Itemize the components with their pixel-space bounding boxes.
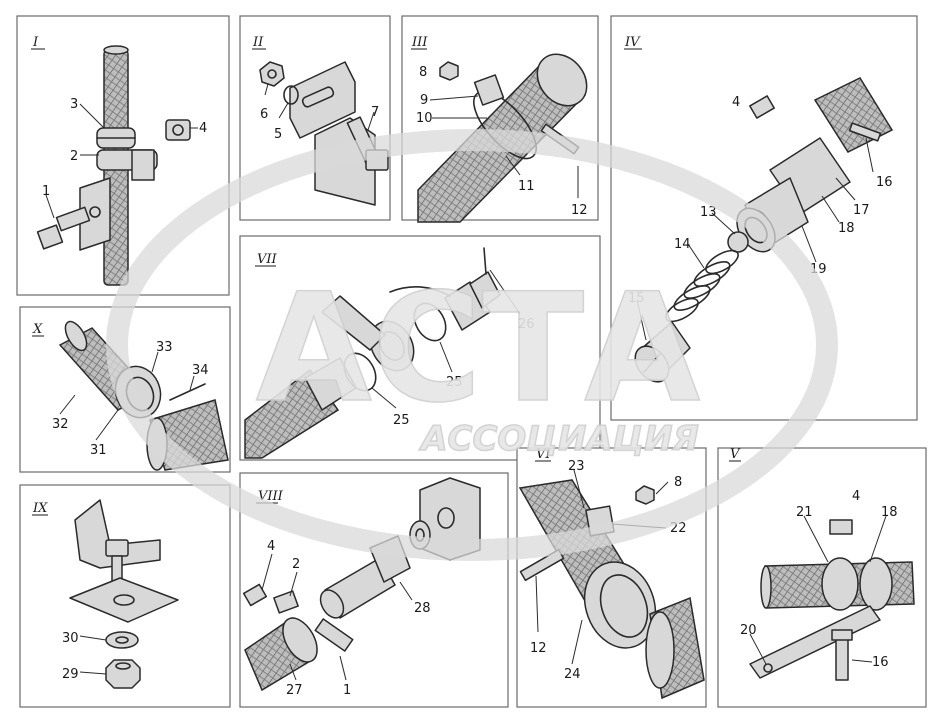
panel-label: VI	[536, 447, 551, 462]
callout: 8	[419, 65, 427, 80]
clamp	[859, 557, 893, 611]
strap	[749, 605, 881, 679]
bolt	[835, 635, 849, 681]
callout: 18	[881, 505, 898, 520]
callout: 17	[853, 203, 870, 218]
callout: 9	[420, 93, 428, 108]
nut	[242, 583, 268, 607]
callout: 29	[62, 667, 79, 682]
panel-IX: IX 30 29	[19, 484, 231, 708]
callout: 16	[876, 175, 893, 190]
callout: 23	[568, 459, 585, 474]
panel-label: V	[730, 447, 741, 462]
callout: 14	[674, 237, 691, 252]
callout: 8	[674, 475, 682, 490]
callout: 12	[530, 641, 547, 656]
washer	[409, 520, 431, 550]
callout: 20	[740, 623, 757, 638]
nut	[829, 519, 853, 535]
clamp	[821, 557, 859, 611]
plate	[419, 477, 481, 561]
callout: 11	[518, 179, 535, 194]
panel-VIII: VIII 4 2 28 27 1	[239, 472, 509, 708]
panel-I: I 1 2 3 4	[16, 15, 230, 296]
callout: 19	[810, 262, 827, 277]
callout: 27	[286, 683, 303, 698]
panel-V: V 4 21 18 20 16	[717, 447, 927, 708]
callout: 1	[343, 683, 351, 698]
callout: 16	[872, 655, 889, 670]
panel-label: III	[411, 35, 428, 50]
nut	[749, 95, 775, 119]
callout: 32	[52, 417, 69, 432]
callout: 4	[267, 539, 275, 554]
callout: 5	[274, 127, 282, 142]
callout: 30	[62, 631, 79, 646]
bolt-head	[105, 539, 129, 557]
bolt	[314, 618, 354, 652]
callout: 33	[156, 340, 173, 355]
panel-label: IX	[32, 501, 48, 516]
callout: 22	[670, 521, 687, 536]
callout: 7	[371, 105, 379, 120]
callout: 4	[199, 121, 207, 136]
callout: 4	[852, 489, 860, 504]
panel-III: III 8 9 10 11 12	[401, 15, 599, 223]
clamp-head	[473, 74, 505, 106]
nut	[259, 61, 285, 87]
panel-label: VII	[257, 252, 278, 267]
callout: 15	[628, 291, 645, 306]
clamp	[282, 617, 318, 663]
callout: 12	[571, 203, 588, 218]
callout: 25	[393, 413, 410, 428]
nut	[105, 659, 141, 689]
callout: 1	[42, 184, 50, 199]
panel-label: I	[32, 35, 39, 50]
nut	[439, 61, 459, 81]
callout: 10	[416, 111, 433, 126]
callout: 2	[292, 557, 300, 572]
clamp	[583, 561, 657, 649]
bolt	[36, 206, 91, 250]
panel-label: IV	[624, 35, 641, 50]
clamp-head	[273, 590, 299, 614]
callout: 6	[260, 107, 268, 122]
panel-label: X	[32, 322, 43, 337]
panel-II: II 6 5 7	[239, 15, 391, 221]
callout: 24	[564, 667, 581, 682]
clamp-head	[585, 505, 615, 537]
callout: 3	[70, 97, 78, 112]
washer	[283, 85, 299, 105]
panel-VII: VII 25 25 26	[239, 235, 601, 461]
washer	[105, 631, 139, 649]
callout: 31	[90, 443, 107, 458]
bolt	[848, 122, 882, 142]
callout: 18	[838, 221, 855, 236]
callout: 2	[70, 149, 78, 164]
callout: 34	[192, 363, 209, 378]
callout: 21	[796, 505, 813, 520]
panel-IV: IV	[610, 15, 918, 421]
callout: 28	[414, 601, 431, 616]
panel-label: VIII	[258, 489, 284, 504]
callout: 13	[700, 205, 717, 220]
panel-X: X 32 31 33 34	[19, 306, 231, 473]
panel-label: II	[252, 35, 264, 50]
callout: 25	[446, 375, 463, 390]
lower-plate	[69, 577, 179, 623]
callout: 26	[518, 317, 535, 332]
ball	[727, 231, 749, 253]
panel-VI: VI 23 8 22 12 24	[516, 447, 707, 708]
callout: 4	[732, 95, 740, 110]
nut	[165, 119, 191, 141]
